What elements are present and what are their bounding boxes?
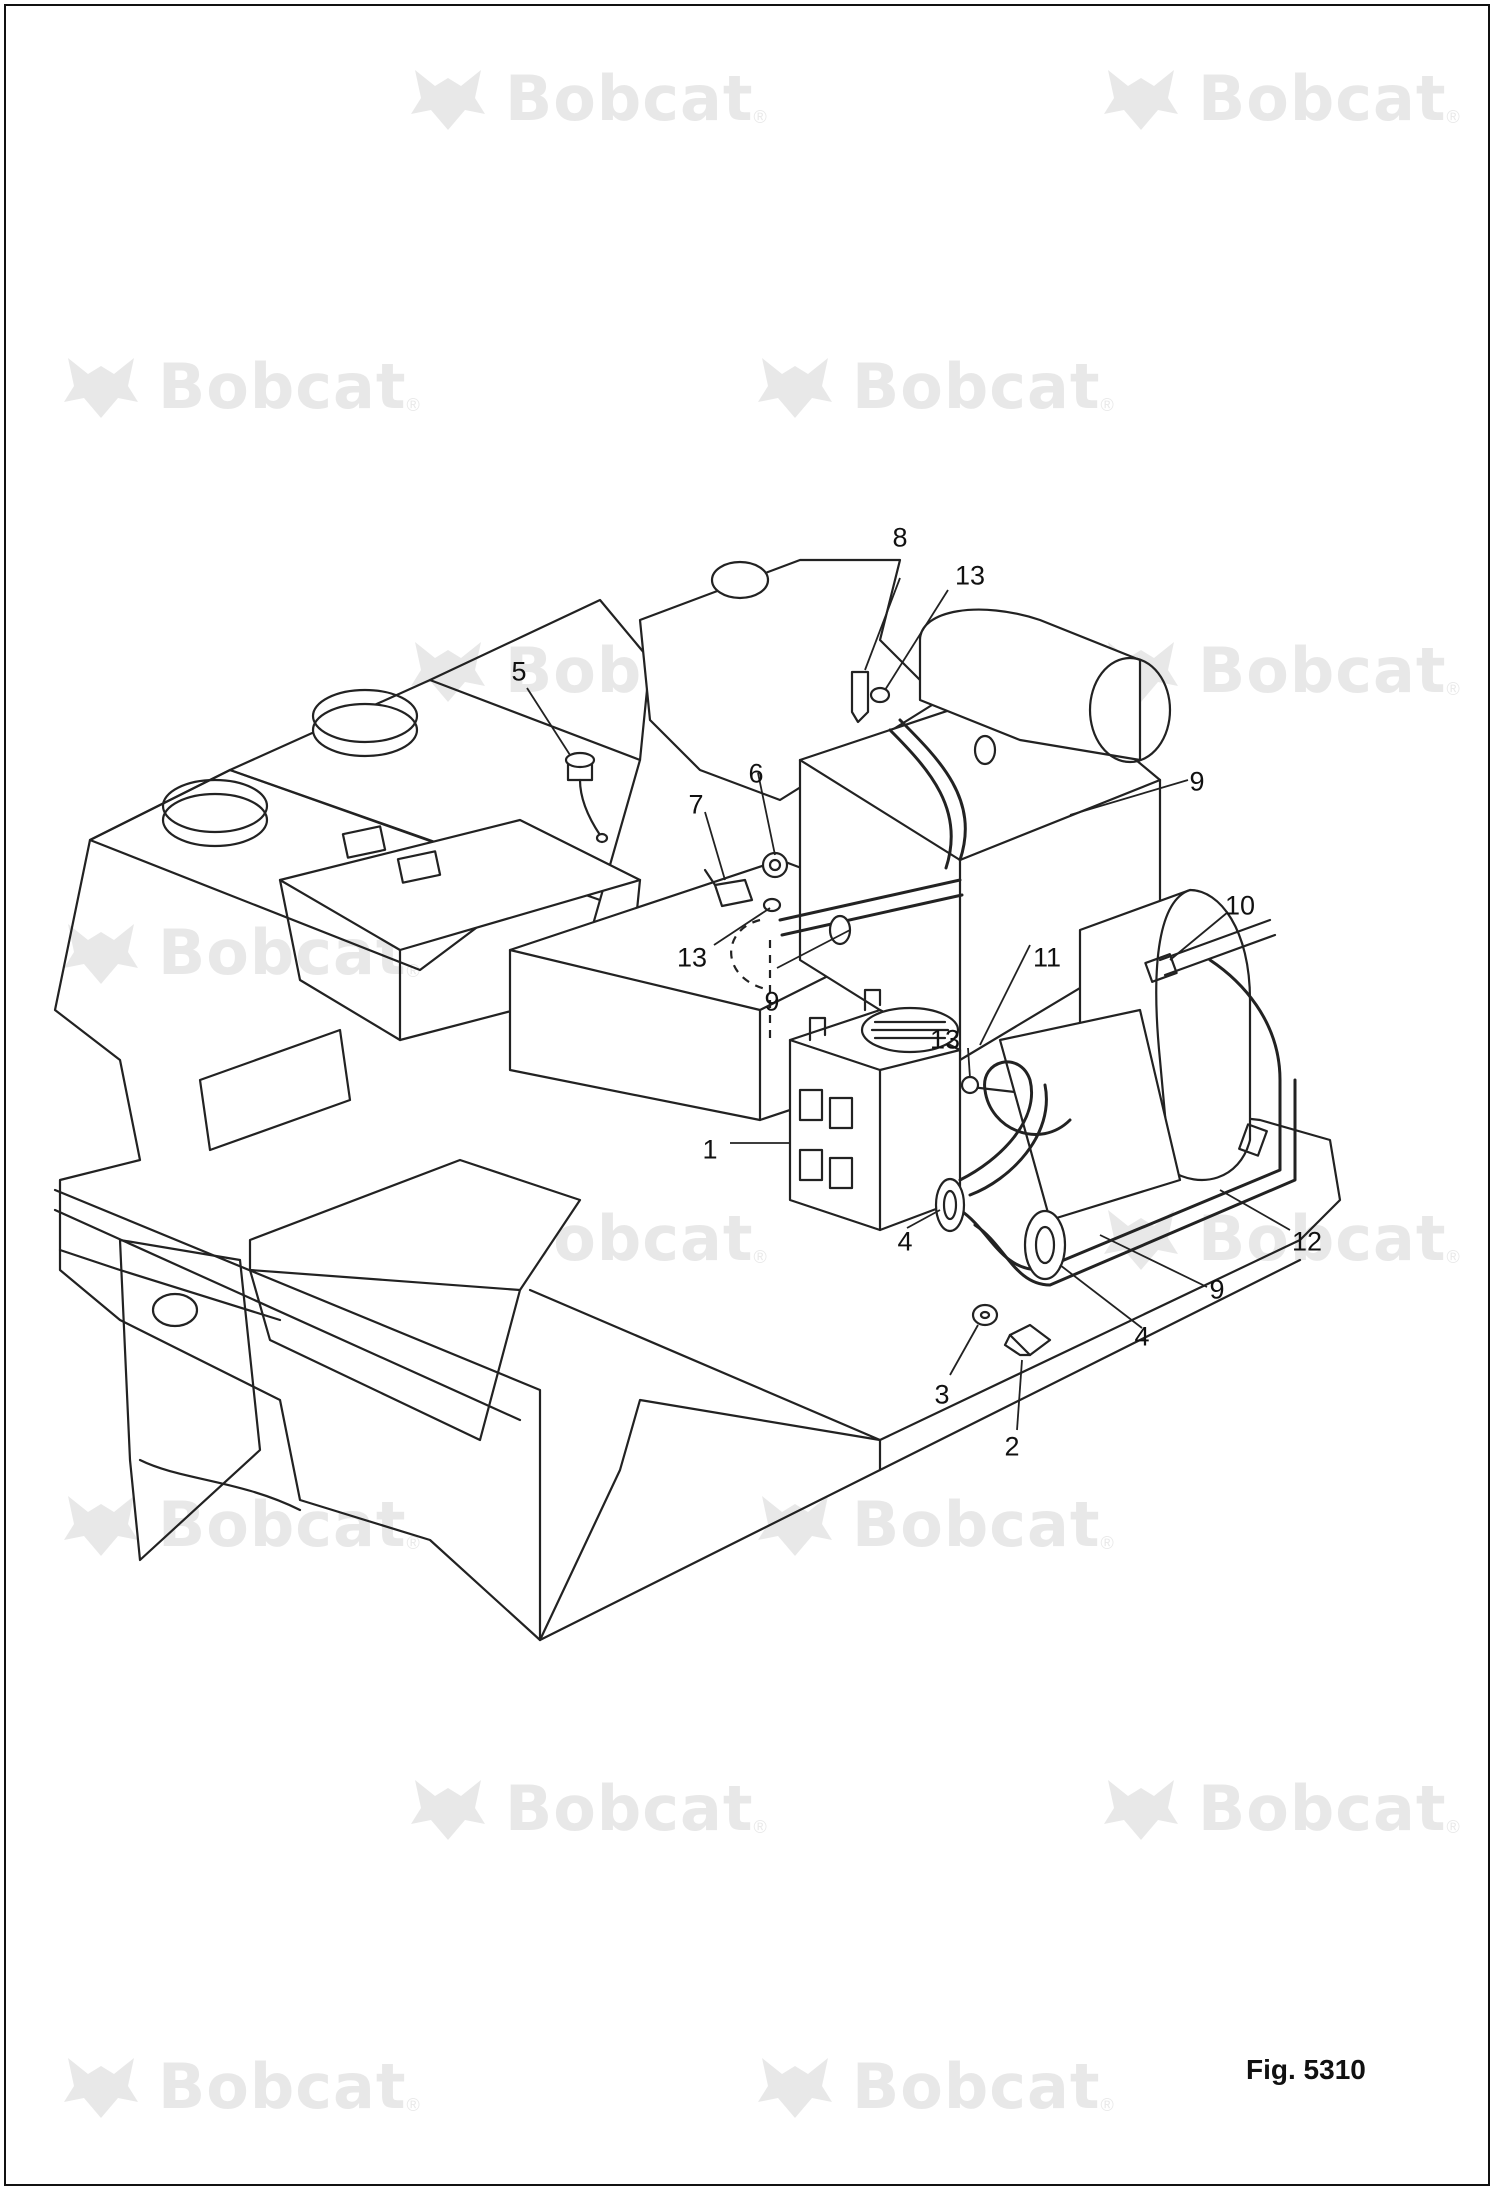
diagram-frame [4,4,1490,2186]
watermark: Bobcat ® [58,346,420,426]
watermark-registered-mark: ® [1446,1817,1460,1837]
callout-13: 13 [929,1024,961,1055]
callout-5: 5 [511,656,527,687]
watermark-registered-mark: ® [1100,2095,1114,2115]
bobcat-logo-icon [758,2058,832,2118]
callout-13: 13 [954,560,986,591]
watermark-registered-mark: ® [753,1247,767,1267]
watermark-text: Bobcat [1198,61,1447,135]
callout-1: 1 [702,1134,718,1165]
callout-7: 7 [688,789,704,820]
watermark-registered-mark: ® [753,1817,767,1837]
bobcat-logo-icon [1104,70,1178,130]
callout-leaders [526,577,1291,1431]
bobcat-logo-icon [758,1496,832,1556]
watermark: Bobcat ® [58,1484,420,1564]
watermark-text: Bobcat [158,349,407,423]
bobcat-logo-icon [64,358,138,418]
callout-9: 9 [764,986,780,1017]
callout-4: 4 [1134,1321,1150,1352]
bobcat-logo-icon [758,358,832,418]
watermark-text: Bobcat [158,1487,407,1561]
watermark-text: Bobcat [505,1771,754,1845]
heater-hoses [730,718,1297,1287]
watermark-text: Bobcat [852,2049,1101,2123]
watermark-text: Bobcat [158,2049,407,2123]
watermark: Bobcat ® [1098,1198,1460,1278]
bobcat-logo-icon [1104,1780,1178,1840]
watermark-registered-mark: ® [1100,1533,1114,1553]
watermark-registered-mark: ® [406,395,420,415]
watermark: Bobcat ® [752,346,1114,426]
watermark: Bobcat ® [58,2046,420,2126]
watermark: Bobcat ® [752,1484,1114,1564]
callout-4: 4 [897,1226,913,1257]
watermark-registered-mark: ® [1446,1247,1460,1267]
callout-2: 2 [1004,1431,1020,1462]
bobcat-logo-icon [64,2058,138,2118]
watermark-text: Bobcat [852,1487,1101,1561]
callout-12: 12 [1291,1226,1323,1257]
watermark-text: Bobcat [1198,633,1447,707]
engine [638,558,1252,1222]
watermark: Bobcat ® [405,1768,767,1848]
bobcat-logo-icon [411,1780,485,1840]
bobcat-logo-icon [64,924,138,984]
watermark: Bobcat ® [405,58,767,138]
watermark-registered-mark: ® [406,2095,420,2115]
watermark-registered-mark: ® [1446,679,1460,699]
callout-9: 9 [1209,1274,1225,1305]
callout-13: 13 [676,942,708,973]
callout-11: 11 [1032,942,1062,973]
watermark-text: Bobcat [1198,1771,1447,1845]
callout-9: 9 [1189,766,1205,797]
callout-3: 3 [934,1379,950,1410]
watermark-text: Bobcat [852,349,1101,423]
figure-label: Fig. 5310 [1246,2054,1366,2085]
watermark-text: Bobcat [505,61,754,135]
bobcat-logo-icon [411,70,485,130]
bobcat-logo-icon [64,1496,138,1556]
watermark-registered-mark: ® [1100,395,1114,415]
watermark: Bobcat ® [1098,58,1460,138]
callout-10: 10 [1224,890,1256,921]
watermark-registered-mark: ® [406,1533,420,1553]
heater-unit [788,988,962,1232]
callout-6: 6 [748,758,764,789]
watermark: Bobcat ® [1098,1768,1460,1848]
watermark-text: Bobcat [1198,1201,1447,1275]
watermark-registered-mark: ® [1446,107,1460,127]
callout-8: 8 [892,522,908,553]
watermark-registered-mark: ® [753,107,767,127]
bobcat-logo-icon [1104,1210,1178,1270]
watermark: Bobcat ® [752,2046,1114,2126]
